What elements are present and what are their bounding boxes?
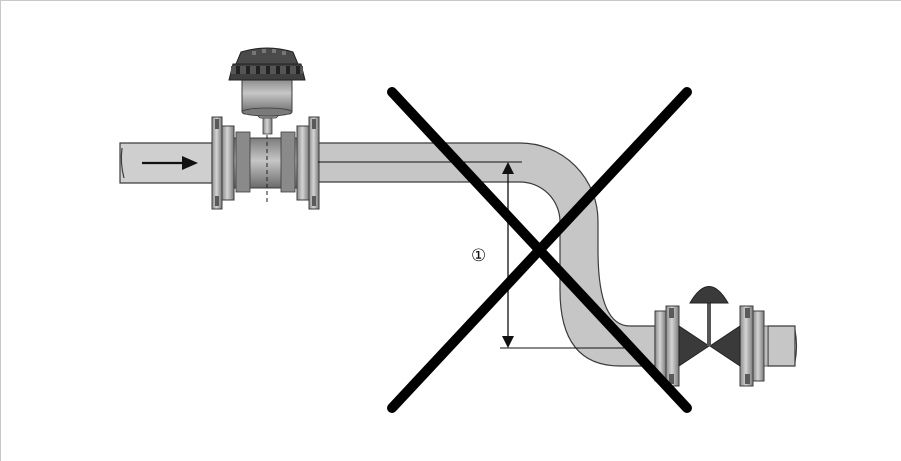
downstream-pipe-bend — [317, 142, 656, 367]
x-cross-icon — [387, 87, 692, 413]
valve-outlet-pipe — [767, 325, 796, 367]
arrow-right-icon — [142, 156, 198, 170]
flowmeter-icon — [211, 47, 320, 210]
height-dimension: ① — [318, 161, 632, 349]
dimension-callout-label: ① — [471, 246, 486, 266]
control-valve-icon — [654, 286, 769, 387]
